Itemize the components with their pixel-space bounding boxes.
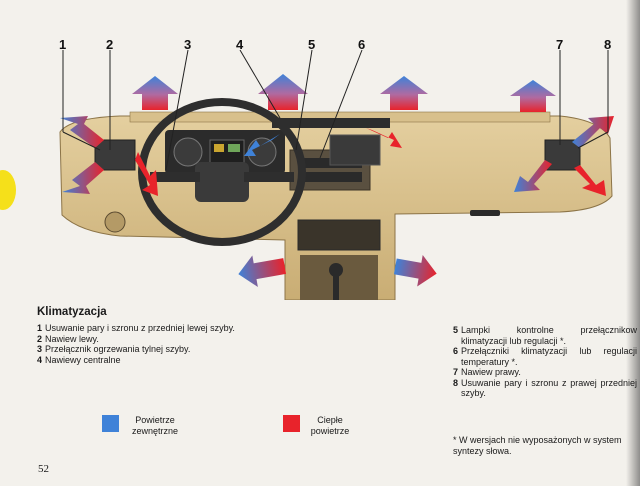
left-vent — [94, 139, 136, 171]
binding-shadow — [626, 0, 640, 486]
callout-7: 7 — [556, 37, 564, 52]
callout-2: 2 — [106, 37, 114, 52]
callout-5: 5 — [308, 37, 316, 52]
warm-air-swatch — [283, 415, 300, 432]
callout-1: 1 — [59, 37, 67, 52]
warm-air-label: Ciepłe powietrze — [310, 415, 350, 436]
center-vents — [272, 118, 390, 128]
callout-4: 4 — [236, 37, 244, 52]
page-tab-marker — [0, 170, 16, 210]
page-number: 52 — [38, 463, 49, 475]
vent-arrows — [60, 116, 614, 196]
footnote: * W wersjach nie wyposażonych w system s… — [453, 435, 622, 456]
outside-air-swatch — [102, 415, 119, 432]
outside-air-label: Powietrze zewnętrzne — [131, 415, 179, 436]
floor-arrows — [238, 254, 437, 287]
callout-8: 8 — [604, 37, 612, 52]
steering-wheel — [138, 98, 306, 246]
callout-lines — [62, 49, 609, 171]
callout-3: 3 — [184, 37, 192, 52]
dashboard-illustration — [59, 49, 614, 300]
section-title: Klimatyzacja — [37, 306, 107, 318]
callout-6: 6 — [358, 37, 366, 52]
